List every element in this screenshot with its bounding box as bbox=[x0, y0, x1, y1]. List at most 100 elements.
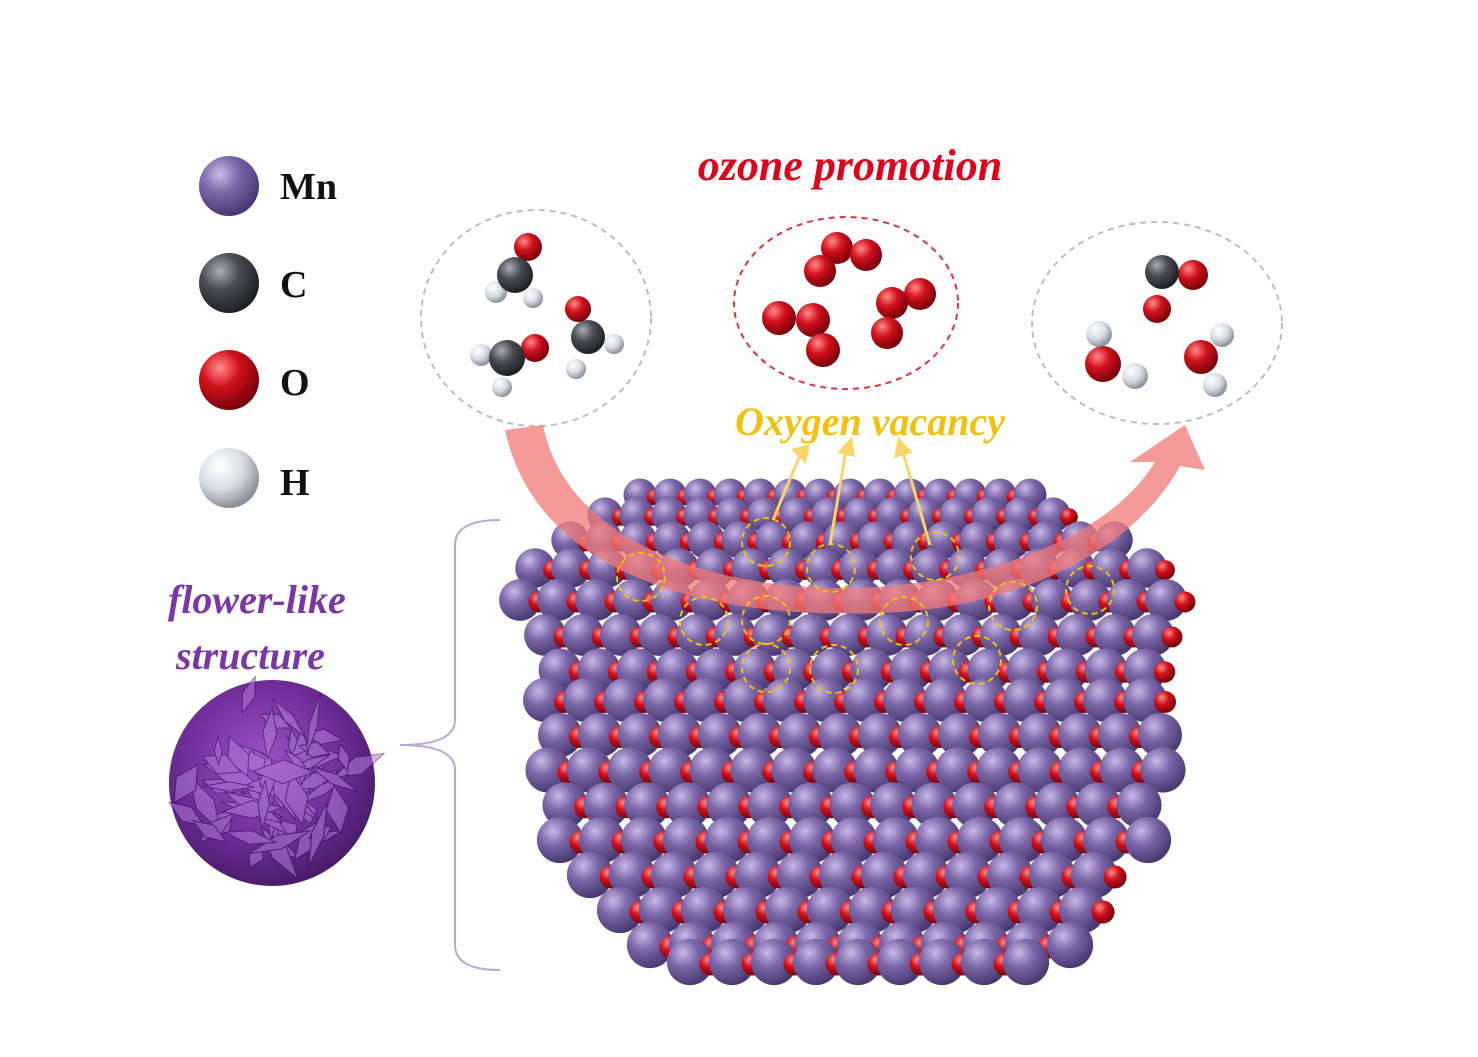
o-atom bbox=[1154, 691, 1176, 713]
mn-atom bbox=[830, 816, 878, 864]
legend bbox=[199, 156, 259, 508]
mn-atom bbox=[708, 938, 756, 986]
mn-atom bbox=[853, 747, 899, 793]
o-atom bbox=[1103, 865, 1127, 889]
mn-atom bbox=[536, 816, 584, 864]
mn-atom bbox=[898, 713, 942, 757]
mn-atom bbox=[776, 851, 824, 899]
mn-atom bbox=[750, 938, 798, 986]
mn-atom bbox=[828, 614, 870, 656]
vacancy-circle bbox=[910, 531, 960, 581]
mn-atom bbox=[1116, 782, 1162, 828]
mn-atom bbox=[788, 816, 836, 864]
mn-atom bbox=[650, 851, 698, 899]
o-atom-icon bbox=[199, 350, 259, 410]
h-atom-icon bbox=[199, 448, 259, 508]
mn-atom bbox=[960, 938, 1008, 986]
nanosheet-flake bbox=[325, 784, 350, 835]
mn-atom bbox=[1018, 713, 1062, 757]
ozone-bubble bbox=[733, 216, 959, 390]
mn-atom bbox=[904, 614, 946, 656]
nanosheet-flake bbox=[262, 705, 278, 761]
mn-atom bbox=[1140, 747, 1186, 793]
mn-atom bbox=[993, 782, 1039, 828]
nanosheet-flake bbox=[251, 759, 316, 785]
mn-atom bbox=[829, 782, 875, 828]
mn-atom bbox=[638, 614, 680, 656]
mn-atom bbox=[566, 747, 612, 793]
mn-atom bbox=[1034, 782, 1080, 828]
bracket bbox=[399, 519, 501, 971]
mn-atom bbox=[1099, 747, 1145, 793]
o-atom bbox=[1091, 900, 1115, 924]
mn-atom bbox=[1058, 713, 1102, 757]
mn-atom bbox=[562, 614, 604, 656]
oxygen-vacancy-label: Oxygen vacancy bbox=[735, 399, 1005, 444]
nanosheet-flake bbox=[201, 754, 242, 775]
mn-atom bbox=[1070, 851, 1118, 899]
vacancy-circle bbox=[879, 596, 929, 646]
nanosheet-flake bbox=[173, 764, 199, 804]
mn-atom bbox=[575, 579, 617, 621]
mn-atom bbox=[499, 579, 541, 621]
mn-atom bbox=[866, 614, 908, 656]
nanosheet-flake bbox=[337, 742, 350, 773]
mn-atom bbox=[618, 713, 662, 757]
mn-atom bbox=[1017, 747, 1063, 793]
mn-atom bbox=[806, 886, 854, 934]
c-atom-icon bbox=[199, 253, 259, 313]
vacancy-circle bbox=[679, 596, 729, 646]
vacancy-circle bbox=[952, 635, 1002, 685]
flower-like-label: flower-like bbox=[168, 577, 346, 622]
nanosheet-flake bbox=[213, 734, 223, 767]
nanosheet-flake bbox=[241, 675, 256, 715]
mn-atom bbox=[624, 782, 670, 828]
mn-atom bbox=[1040, 816, 1088, 864]
mn-atom bbox=[578, 816, 626, 864]
mn-atom bbox=[752, 614, 794, 656]
mn-atom bbox=[1028, 851, 1076, 899]
vacancy-arrows bbox=[771, 436, 932, 546]
mn-atom bbox=[626, 921, 674, 969]
mn-atom bbox=[738, 713, 782, 757]
mn-atom bbox=[1124, 816, 1172, 864]
ozone-promotion-label: ozone promotion bbox=[697, 141, 1003, 190]
mn-atom bbox=[914, 816, 962, 864]
mn-atom bbox=[523, 678, 567, 722]
o-atom bbox=[1155, 560, 1175, 580]
mn-atom bbox=[638, 886, 686, 934]
mn-atom bbox=[956, 816, 1004, 864]
mn-atom bbox=[890, 886, 938, 934]
mn-atom bbox=[1145, 579, 1187, 621]
mn-atom bbox=[1083, 678, 1127, 722]
oxygen-vacancies bbox=[616, 517, 1115, 694]
mn-atom bbox=[872, 816, 920, 864]
mn-atom bbox=[648, 747, 694, 793]
mn-atom bbox=[1138, 713, 1182, 757]
nanosheet-flake bbox=[191, 820, 228, 843]
mn-atom bbox=[818, 713, 862, 757]
mn-atom bbox=[596, 886, 644, 934]
mn-atom bbox=[1107, 579, 1149, 621]
vacancy-circle bbox=[988, 581, 1038, 631]
mn-atom bbox=[1075, 782, 1121, 828]
mn-atom bbox=[894, 747, 940, 793]
vacancy-circle bbox=[741, 517, 791, 567]
mn-atom-icon bbox=[199, 156, 259, 216]
mn-atom bbox=[974, 886, 1022, 934]
mn-atom bbox=[870, 782, 916, 828]
mn-atom bbox=[978, 713, 1022, 757]
mn-atom bbox=[860, 851, 908, 899]
mn-atom bbox=[608, 851, 656, 899]
mn-atom bbox=[812, 747, 858, 793]
mn-atom bbox=[764, 886, 812, 934]
nanosheet-flake bbox=[167, 801, 206, 827]
mn-atom bbox=[952, 782, 998, 828]
mn-atom bbox=[706, 782, 752, 828]
mn-atom bbox=[551, 548, 591, 588]
mn-atom bbox=[658, 713, 702, 757]
mn-atom bbox=[1094, 614, 1136, 656]
structure-label: structure bbox=[176, 633, 325, 678]
mn-atom bbox=[704, 816, 752, 864]
vacancy-circle bbox=[741, 595, 791, 645]
